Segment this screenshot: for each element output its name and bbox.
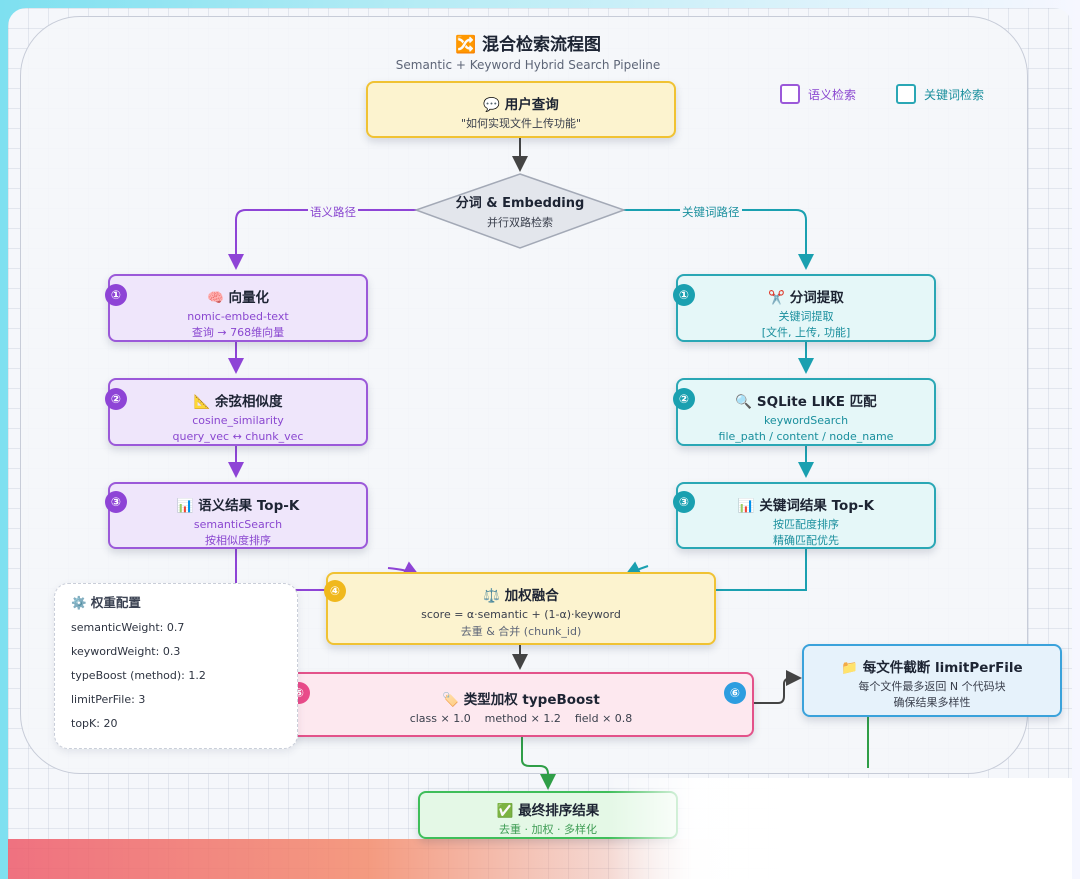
keyword-badge-1: ① xyxy=(673,284,695,306)
semantic-node-1: 🧠 向量化 nomic-embed-text 查询 → 768维向量 xyxy=(108,274,368,342)
edge-boost-limit xyxy=(754,670,802,704)
path-label-keyword: 关键词路径 xyxy=(680,204,742,220)
semantic-badge-3: ③ xyxy=(105,491,127,513)
split-diamond xyxy=(413,173,627,249)
keyword-node-2-line2: file_path / content / node_name xyxy=(718,430,894,443)
keyword-badge-3: ③ xyxy=(673,491,695,513)
edge-split-keyword xyxy=(622,209,814,270)
semantic-node-3-line1: semanticSearch xyxy=(193,518,283,531)
legend-semantic-label: 语义检索 xyxy=(808,87,857,102)
split-node: 分词 & Embedding 并行双路检索 xyxy=(416,192,624,230)
keyword-node-3-line2: 精确匹配优先 xyxy=(773,534,839,547)
semantic-node-3-title: 📊 语义结果 Top-K xyxy=(176,498,300,514)
keyword-node-2-line1: keywordSearch xyxy=(763,414,849,427)
boost-node: 🏷️ 类型加权 typeBoost class × 1.0 method × 1… xyxy=(288,672,754,737)
config-row: typeBoost (method): 1.2 xyxy=(71,669,206,682)
edge-boost-final xyxy=(521,737,556,790)
query-text: "如何实现文件上传功能" xyxy=(460,117,582,130)
keyword-node-1-title: ✂️ 分词提取 xyxy=(768,290,844,306)
keyword-badge-2: ② xyxy=(673,388,695,410)
legend-keyword-label: 关键词检索 xyxy=(924,87,985,102)
legend-keyword: 关键词检索 xyxy=(896,84,984,104)
final-title: ✅ 最终排序结果 xyxy=(496,803,600,819)
semantic-node-1-line1: nomic-embed-text xyxy=(187,310,289,323)
bottom-right-fade xyxy=(608,778,1072,879)
semantic-node-1-title: 🧠 向量化 xyxy=(206,290,269,306)
limit-badge: ⑥ xyxy=(724,682,746,704)
diagram-title: 🔀 混合检索流程图 xyxy=(454,35,602,55)
keyword-node-3: 📊 关键词结果 Top-K 按匹配度排序 精确匹配优先 xyxy=(676,482,936,549)
edge-split-semantic xyxy=(228,209,420,270)
canvas: 🔀 混合检索流程图 Semantic + Keyword Hybrid Sear… xyxy=(8,8,1072,879)
split-title: 分词 & Embedding xyxy=(455,196,585,211)
limit-line2: 确保结果多样性 xyxy=(893,696,971,709)
legend-semantic: 语义检索 xyxy=(780,84,856,104)
semantic-node-3-line2: 按相似度排序 xyxy=(205,534,271,547)
semantic-node-3: 📊 语义结果 Top-K semanticSearch 按相似度排序 xyxy=(108,482,368,549)
config-row: keywordWeight: 0.3 xyxy=(71,645,181,658)
query-title: 💬 用户查询 xyxy=(483,97,559,113)
fusion-node: ⚖️ 加权融合 score = α·semantic + (1-α)·keywo… xyxy=(326,572,716,645)
keyword-node-2-title: 🔍 SQLite LIKE 匹配 xyxy=(735,394,877,410)
keyword-node-1: ✂️ 分词提取 关键词提取 [文件, 上传, 功能] xyxy=(676,274,936,342)
boost-weights: class × 1.0 method × 1.2 field × 0.8 xyxy=(409,712,633,725)
fusion-badge: ④ xyxy=(324,580,346,602)
semantic-badge-2: ② xyxy=(105,388,127,410)
semantic-node-1-line2: 查询 → 768维向量 xyxy=(191,326,285,339)
legend-keyword-swatch xyxy=(896,84,916,104)
edge-key-fusion xyxy=(716,549,807,591)
split-subtitle: 并行双路检索 xyxy=(487,216,553,229)
limit-title: 📁 每文件截断 limitPerFile xyxy=(841,660,1023,676)
keyword-node-1-line2: [文件, 上传, 功能] xyxy=(761,326,851,339)
semantic-node-2-title: 📐 余弦相似度 xyxy=(193,394,283,410)
config-row: limitPerFile: 3 xyxy=(71,693,146,706)
config-row: topK: 20 xyxy=(71,717,118,730)
boost-title: 🏷️ 类型加权 typeBoost xyxy=(442,692,600,708)
fusion-title: ⚖️ 加权融合 xyxy=(483,588,559,604)
semantic-node-2: 📐 余弦相似度 cosine_similarity query_vec ↔ ch… xyxy=(108,378,368,446)
semantic-node-2-line2: query_vec ↔ chunk_vec xyxy=(172,430,304,443)
fusion-dedupe: 去重 & 合并 (chunk_id) xyxy=(460,625,582,638)
keyword-node-3-line1: 按匹配度排序 xyxy=(773,518,839,531)
diagram-subtitle: Semantic + Keyword Hybrid Search Pipelin… xyxy=(395,58,661,72)
limit-node: 📁 每文件截断 limitPerFile 每个文件最多返回 N 个代码块 确保结… xyxy=(802,644,1062,717)
semantic-badge-1: ① xyxy=(105,284,127,306)
path-label-semantic: 语义路径 xyxy=(308,204,358,220)
semantic-node-2-line1: cosine_similarity xyxy=(192,414,284,427)
keyword-node-3-title: 📊 关键词结果 Top-K xyxy=(737,498,875,514)
config-title: ⚙️ 权重配置 xyxy=(71,595,141,610)
keyword-node-2: 🔍 SQLite LIKE 匹配 keywordSearch file_path… xyxy=(676,378,936,446)
final-line1: 去重 · 加权 · 多样化 xyxy=(499,823,597,836)
query-node: 💬 用户查询 "如何实现文件上传功能" xyxy=(366,81,676,138)
limit-line1: 每个文件最多返回 N 个代码块 xyxy=(858,680,1006,693)
fusion-formula: score = α·semantic + (1-α)·keyword xyxy=(421,608,621,621)
weight-config-panel: ⚙️ 权重配置 semanticWeight: 0.7 keywordWeigh… xyxy=(54,583,298,749)
legend-semantic-swatch xyxy=(780,84,800,104)
config-row: semanticWeight: 0.7 xyxy=(71,621,185,634)
keyword-node-1-line1: 关键词提取 xyxy=(778,310,834,323)
